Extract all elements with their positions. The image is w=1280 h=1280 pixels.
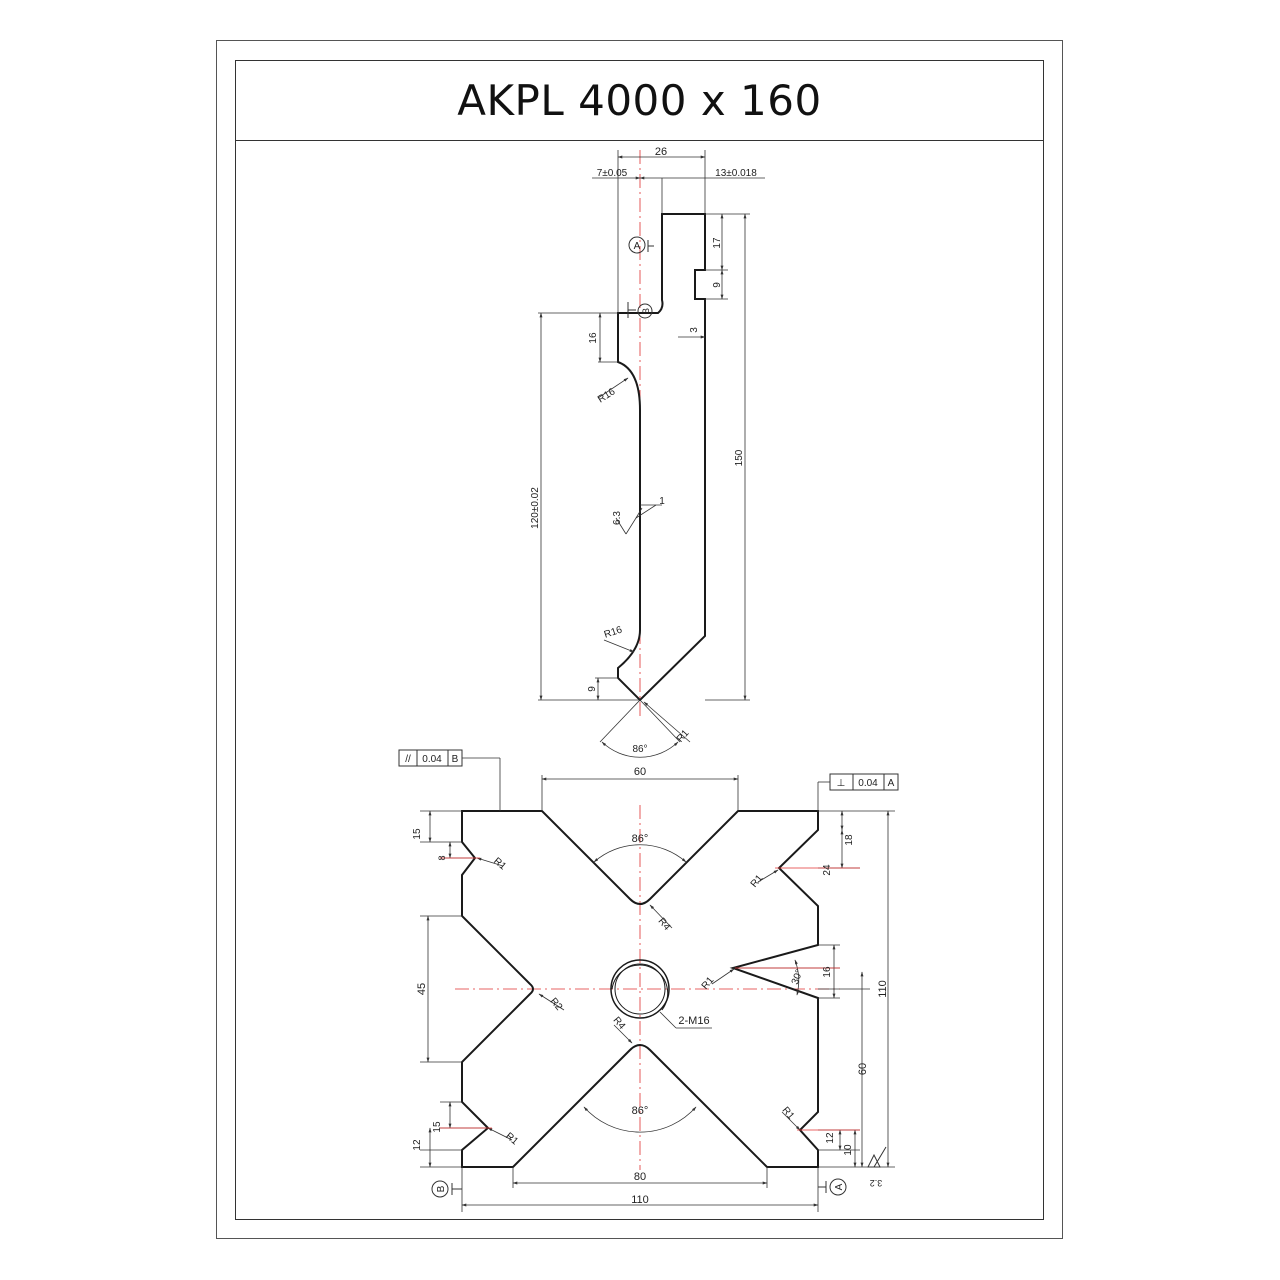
tolerance-frame-parallel: // 0.04 B bbox=[398, 749, 463, 767]
dim-punch-slot-width: 3 bbox=[689, 327, 700, 333]
punch-roughness: 6.3 bbox=[612, 511, 623, 525]
dim-punch-radius-top: R16 bbox=[596, 386, 618, 405]
dim-die-bottom-angle: 86° bbox=[632, 1105, 649, 1117]
svg-text:A: A bbox=[834, 1183, 845, 1190]
die-center-hole bbox=[610, 959, 670, 1019]
die-dimension-lines bbox=[420, 757, 895, 1212]
dim-die-height: 110 bbox=[877, 980, 889, 998]
tolerance-frame-perpendicular: ⊥ 0.04 A bbox=[829, 773, 899, 791]
dim-punch-slot: 9 bbox=[712, 282, 723, 288]
dim-die-right-top-radius: R1 bbox=[749, 873, 766, 890]
dim-punch-width: 26 bbox=[655, 146, 667, 158]
die-view: // 0.04 B ⊥ 0.04 A B A 3.2 bbox=[398, 749, 899, 1212]
drawing-frame bbox=[235, 60, 1044, 1220]
dim-die-left-v-height: 45 bbox=[416, 983, 428, 995]
dim-die-left-top-a: 15 bbox=[412, 828, 423, 840]
dim-die-top-angle: 86° bbox=[632, 833, 649, 845]
dim-die-top-radius: R4 bbox=[656, 916, 673, 933]
dim-die-left-bottom-radius: R1 bbox=[503, 1131, 520, 1148]
dim-die-right-top-a: 18 bbox=[844, 834, 855, 846]
dim-die-right-v-height: 16 bbox=[822, 966, 833, 978]
dim-die-right-bottom-a: 12 bbox=[825, 1132, 836, 1144]
punch-datum-b: B bbox=[627, 302, 653, 319]
drawing-title: AKPL 4000 x 160 bbox=[457, 75, 822, 125]
dim-punch-offset-left: 7±0.05 bbox=[597, 168, 628, 179]
svg-text:A: A bbox=[888, 778, 895, 789]
dim-die-right-center: 60 bbox=[857, 1063, 869, 1075]
punch-view: A B 26 7±0.05 13±0.018 17 9 3 150 120±0.… bbox=[530, 146, 765, 758]
dim-die-right-top-b: 24 bbox=[822, 864, 833, 876]
die-hole-label: 2-M16 bbox=[678, 1015, 709, 1027]
die-datum-a: A bbox=[818, 1178, 847, 1196]
die-datum-b: B bbox=[431, 1180, 462, 1198]
svg-text:0.04: 0.04 bbox=[422, 754, 442, 765]
dim-die-bottom-opening: 80 bbox=[634, 1171, 646, 1183]
die-center-hole-thread bbox=[614, 963, 666, 1015]
dim-die-right-bottom-b: 10 bbox=[843, 1144, 854, 1156]
svg-text:B: B bbox=[641, 308, 651, 314]
title-block: AKPL 4000 x 160 bbox=[235, 60, 1044, 141]
punch-flat: 1 bbox=[659, 496, 665, 507]
die-surface-roughness: 3.2 bbox=[867, 1146, 887, 1188]
svg-text:B: B bbox=[452, 754, 459, 765]
die-outline bbox=[461, 810, 819, 1168]
dim-die-right-bottom-radius: R1 bbox=[780, 1105, 797, 1122]
die-notch-centerlines bbox=[440, 857, 860, 1131]
svg-text:B: B bbox=[436, 1185, 447, 1192]
dim-die-left-top-b: 8 bbox=[437, 855, 447, 860]
dim-punch-blade-height: 120±0.02 bbox=[530, 487, 541, 529]
svg-text:3.2: 3.2 bbox=[870, 1178, 883, 1188]
dim-punch-offset-right: 13±0.018 bbox=[715, 168, 757, 179]
dim-punch-total-height: 150 bbox=[734, 449, 745, 466]
dim-die-right-v-angle: 30° bbox=[790, 968, 806, 986]
dim-die-left-bottom-b: 12 bbox=[412, 1139, 423, 1151]
dim-punch-top-step: 17 bbox=[712, 237, 723, 249]
svg-text:0.04: 0.04 bbox=[858, 778, 878, 789]
dim-die-top-opening: 60 bbox=[634, 766, 646, 778]
dim-die-bottom-radius: R4 bbox=[611, 1015, 628, 1032]
svg-text://: // bbox=[405, 754, 411, 765]
punch-dimension-lines bbox=[538, 150, 765, 758]
dim-die-left-bottom-a: 15 bbox=[432, 1121, 443, 1133]
dim-punch-tip-angle: 86° bbox=[632, 744, 647, 755]
dim-die-width: 110 bbox=[631, 1194, 649, 1206]
dim-punch-radius-bottom: R16 bbox=[603, 624, 624, 640]
punch-outline bbox=[617, 213, 706, 702]
punch-datum-a: A bbox=[628, 236, 654, 254]
dim-die-left-v-radius: R2 bbox=[548, 996, 565, 1013]
dim-punch-shoulder: 16 bbox=[588, 332, 599, 344]
drawing-sheet bbox=[216, 40, 1063, 1239]
dim-die-left-top-radius: R1 bbox=[491, 856, 508, 873]
dim-punch-tip-height: 9 bbox=[587, 686, 598, 692]
die-thread-arc bbox=[611, 964, 669, 1011]
svg-text:A: A bbox=[634, 241, 641, 252]
svg-text:⊥: ⊥ bbox=[837, 778, 846, 789]
